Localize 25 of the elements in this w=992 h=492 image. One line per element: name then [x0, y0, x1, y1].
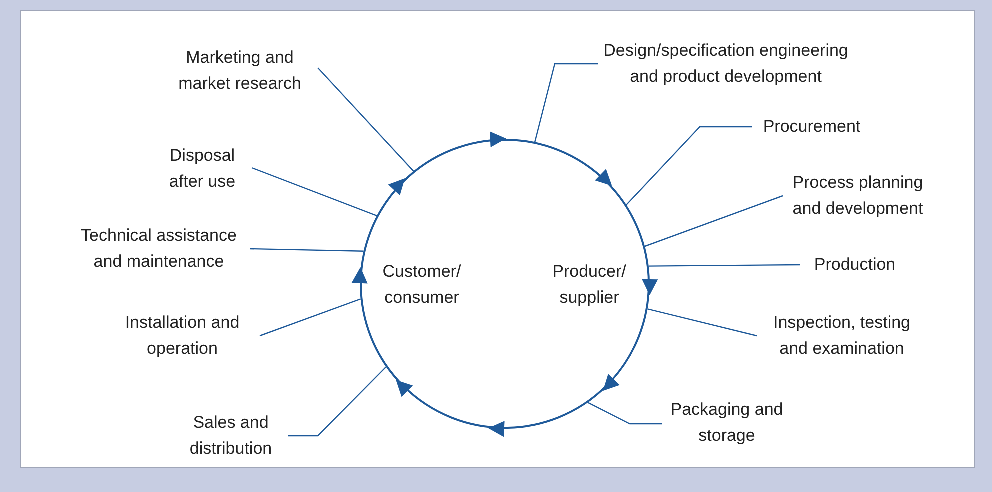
circle-label: Producer/ supplier [552, 261, 628, 309]
leader-line [260, 298, 361, 337]
leader-line [318, 68, 414, 172]
stage-label: Sales and distribution [175, 410, 287, 462]
leader-line [644, 195, 784, 248]
leader-line [250, 248, 364, 252]
leader-line [648, 308, 758, 337]
leader-line [288, 366, 387, 437]
stage-label: Procurement [752, 114, 872, 140]
cycle-circle [360, 139, 650, 429]
stage-label: Design/specification engineering and product development [595, 38, 857, 90]
leader-line [534, 63, 598, 142]
stage-label: Technical assistance and maintenance [70, 223, 248, 275]
circle-label: Customer/ consumer [382, 261, 462, 309]
stage-label: Inspection, testing and examination [757, 310, 927, 362]
stage-label: Installation and operation [105, 310, 260, 362]
leader-line [626, 126, 752, 206]
stage-label: Disposal after use [155, 143, 250, 195]
stage-label: Packaging and storage [662, 397, 792, 449]
stage-label: Marketing and market research [165, 45, 315, 97]
leader-line [588, 402, 662, 425]
leader-line [252, 167, 378, 216]
leader-line [648, 264, 800, 267]
stage-label: Process planning and development [783, 170, 933, 222]
stage-label: Production [800, 252, 910, 278]
